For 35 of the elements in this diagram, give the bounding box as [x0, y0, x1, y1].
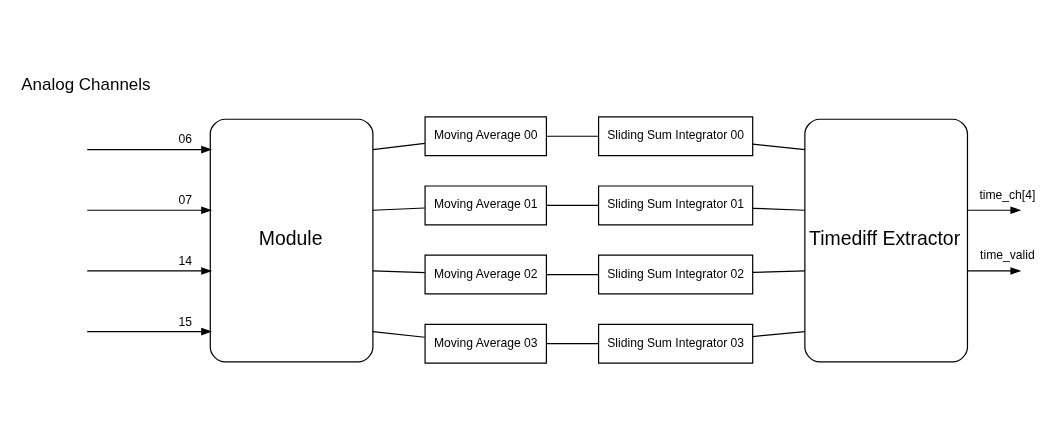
arrow [966, 266, 1022, 275]
node-box: Moving Average 01 [424, 184, 547, 225]
node-box: Moving Average 03 [424, 323, 547, 364]
node-box: Sliding Sum Integrator 00 [598, 115, 754, 156]
connector [752, 330, 806, 337]
connector [546, 204, 599, 206]
connector [546, 273, 599, 275]
label: Analog Channels [21, 74, 151, 94]
connector [372, 269, 426, 273]
connector [372, 142, 426, 150]
edge-label: 07 [178, 192, 192, 207]
connector [372, 330, 426, 338]
node-box: Moving Average 00 [424, 115, 547, 156]
node-box: Sliding Sum Integrator 03 [598, 323, 754, 364]
connector [372, 206, 426, 211]
arrow [86, 205, 213, 214]
edge-label: 06 [178, 131, 192, 146]
connector [546, 342, 599, 344]
connector [546, 135, 599, 137]
arrow [86, 145, 213, 153]
node-box: Sliding Sum Integrator 02 [598, 254, 754, 295]
edge-label: time_valid [980, 247, 1035, 262]
node-box: Timediff Extractor [804, 118, 969, 363]
node-box: Module [209, 118, 374, 363]
node-box: Sliding Sum Integrator 01 [598, 184, 754, 225]
arrow [86, 327, 213, 335]
connector [752, 269, 806, 273]
connector [752, 207, 806, 211]
edge-label: 14 [178, 253, 192, 268]
edge-label: time_ch[4] [979, 187, 1036, 202]
connector [752, 143, 806, 150]
edge-label: 15 [178, 314, 192, 329]
arrow [966, 205, 1022, 214]
node-box: Moving Average 02 [424, 254, 547, 295]
arrow [86, 266, 213, 275]
